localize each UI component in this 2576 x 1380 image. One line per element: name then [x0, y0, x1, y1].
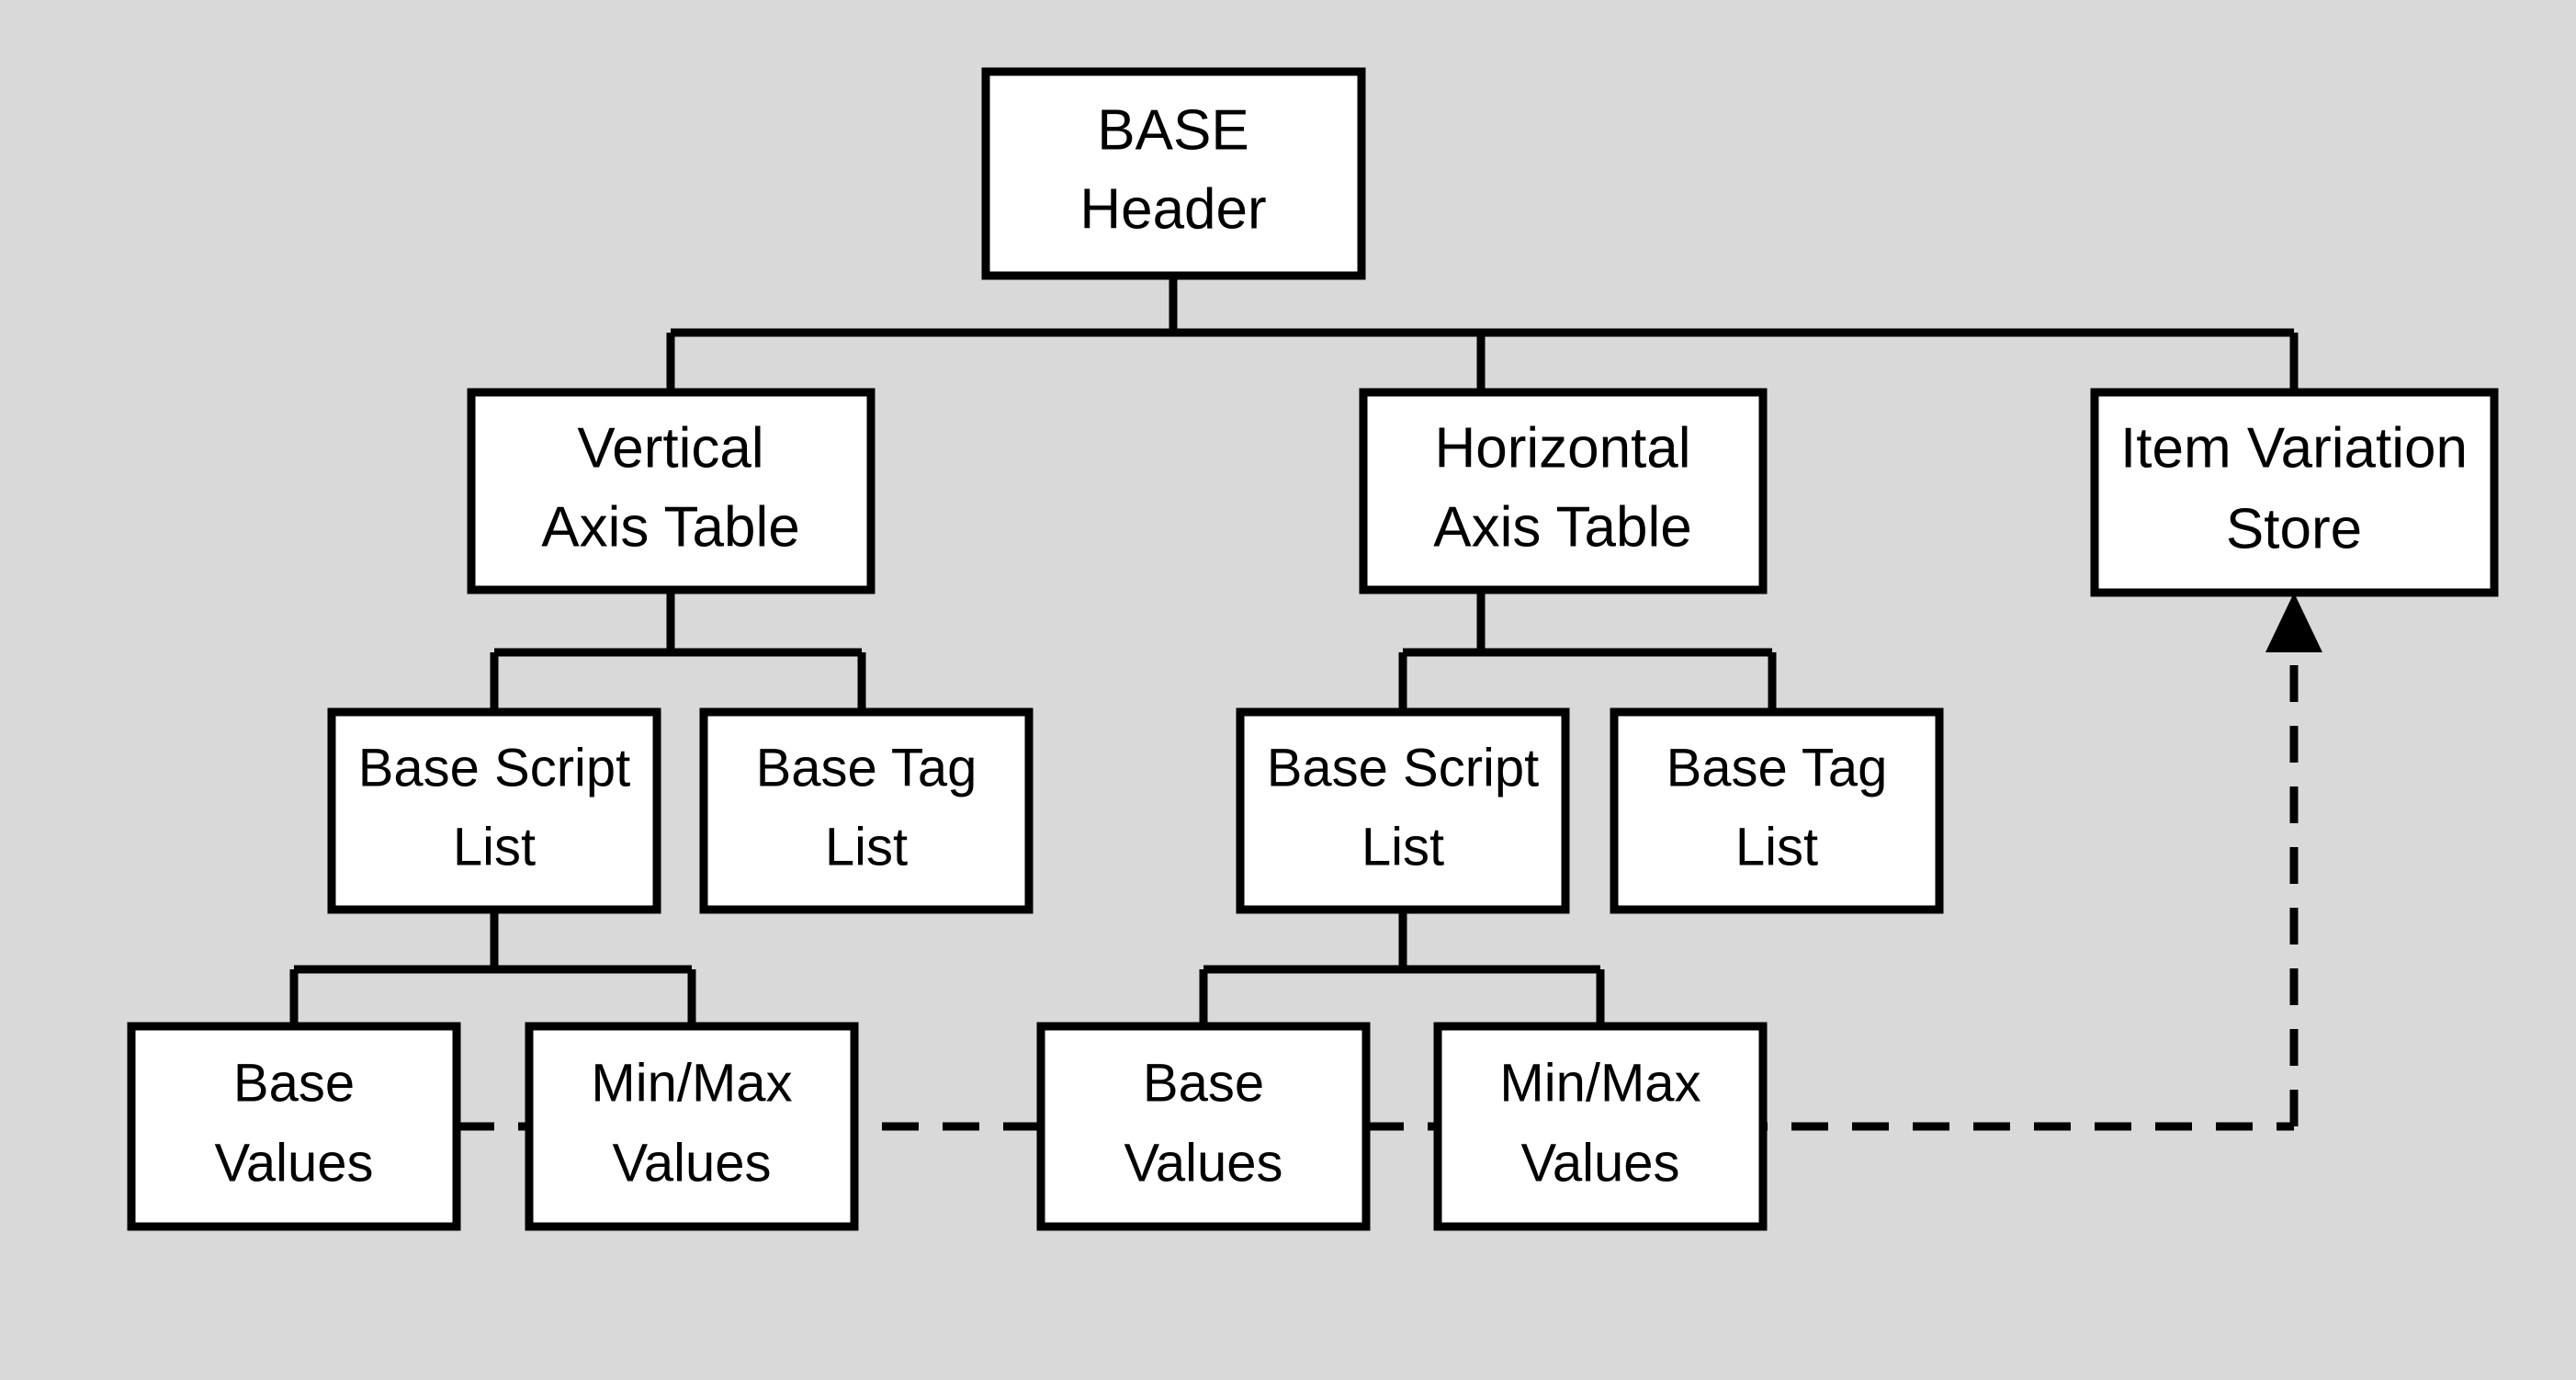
v-base-script-list-label-line2: List [453, 817, 536, 877]
tree-connectors [289, 276, 2299, 1026]
v-base-script-list-label-line1: Base Script [358, 738, 631, 797]
h-base-script-list-label-line2: List [1361, 817, 1444, 877]
vertical-axis-table-label-line1: Vertical [577, 416, 763, 480]
v-base-script-list-box[interactable] [327, 707, 661, 914]
h-base-script-list-box[interactable] [1236, 707, 1570, 914]
node-base-header[interactable]: BASE Header [981, 67, 1366, 280]
node-vertical-minmax-values[interactable]: Min/Max Values [525, 1022, 859, 1231]
node-horizontal-minmax-values[interactable]: Min/Max Values [1433, 1022, 1768, 1231]
v-base-values-label-line1: Base [233, 1053, 355, 1113]
node-horizontal-base-script-list[interactable]: Base Script List [1236, 707, 1570, 914]
v-base-tag-list-label-line2: List [825, 817, 908, 877]
horizontal-axis-table-box[interactable] [1359, 388, 1768, 594]
node-horizontal-axis-table[interactable]: Horizontal Axis Table [1359, 388, 1768, 594]
node-item-variation-store[interactable]: Item Variation Store [2090, 388, 2499, 597]
h-base-values-label-line1: Base [1143, 1053, 1264, 1113]
v-base-tag-list-label-line1: Base Tag [756, 738, 977, 797]
base-header-label-line2: Header [1079, 177, 1266, 241]
base-header-label-line1: BASE [1097, 98, 1248, 162]
v-minmax-values-box[interactable] [525, 1022, 859, 1231]
arrow-head-icon [2265, 593, 2322, 652]
h-base-tag-list-label-line1: Base Tag [1666, 738, 1888, 797]
h-base-values-label-line2: Values [1124, 1133, 1282, 1193]
base-header-box[interactable] [981, 67, 1366, 280]
horizontal-axis-table-label-line1: Horizontal [1434, 416, 1690, 480]
node-vertical-base-tag-list[interactable]: Base Tag List [699, 707, 1034, 914]
horizontal-axis-table-label-line2: Axis Table [1433, 495, 1691, 559]
item-variation-store-label-line2: Store [2226, 497, 2362, 560]
node-horizontal-base-values[interactable]: Base Values [1036, 1022, 1371, 1231]
node-horizontal-base-tag-list[interactable]: Base Tag List [1610, 707, 1944, 914]
h-base-tag-list-box[interactable] [1610, 707, 1944, 914]
h-minmax-values-label-line1: Min/Max [1499, 1053, 1700, 1113]
h-minmax-values-label-line2: Values [1520, 1133, 1679, 1193]
item-variation-store-box[interactable] [2090, 388, 2499, 597]
node-vertical-axis-table[interactable]: Vertical Axis Table [467, 388, 876, 594]
node-vertical-base-script-list[interactable]: Base Script List [327, 707, 661, 914]
node-vertical-base-values[interactable]: Base Values [127, 1022, 461, 1231]
v-minmax-values-label-line2: Values [612, 1133, 771, 1193]
h-minmax-values-box[interactable] [1433, 1022, 1768, 1231]
v-base-values-box[interactable] [127, 1022, 461, 1231]
v-minmax-values-label-line1: Min/Max [591, 1053, 792, 1113]
item-variation-store-label-line1: Item Variation [2120, 416, 2468, 480]
h-base-script-list-label-line1: Base Script [1267, 738, 1540, 797]
h-base-values-box[interactable] [1036, 1022, 1371, 1231]
v-base-values-label-line2: Values [214, 1133, 373, 1193]
vertical-axis-table-label-line2: Axis Table [541, 495, 799, 559]
h-base-tag-list-label-line2: List [1735, 817, 1818, 877]
vertical-axis-table-box[interactable] [467, 388, 876, 594]
v-base-tag-list-box[interactable] [699, 707, 1034, 914]
